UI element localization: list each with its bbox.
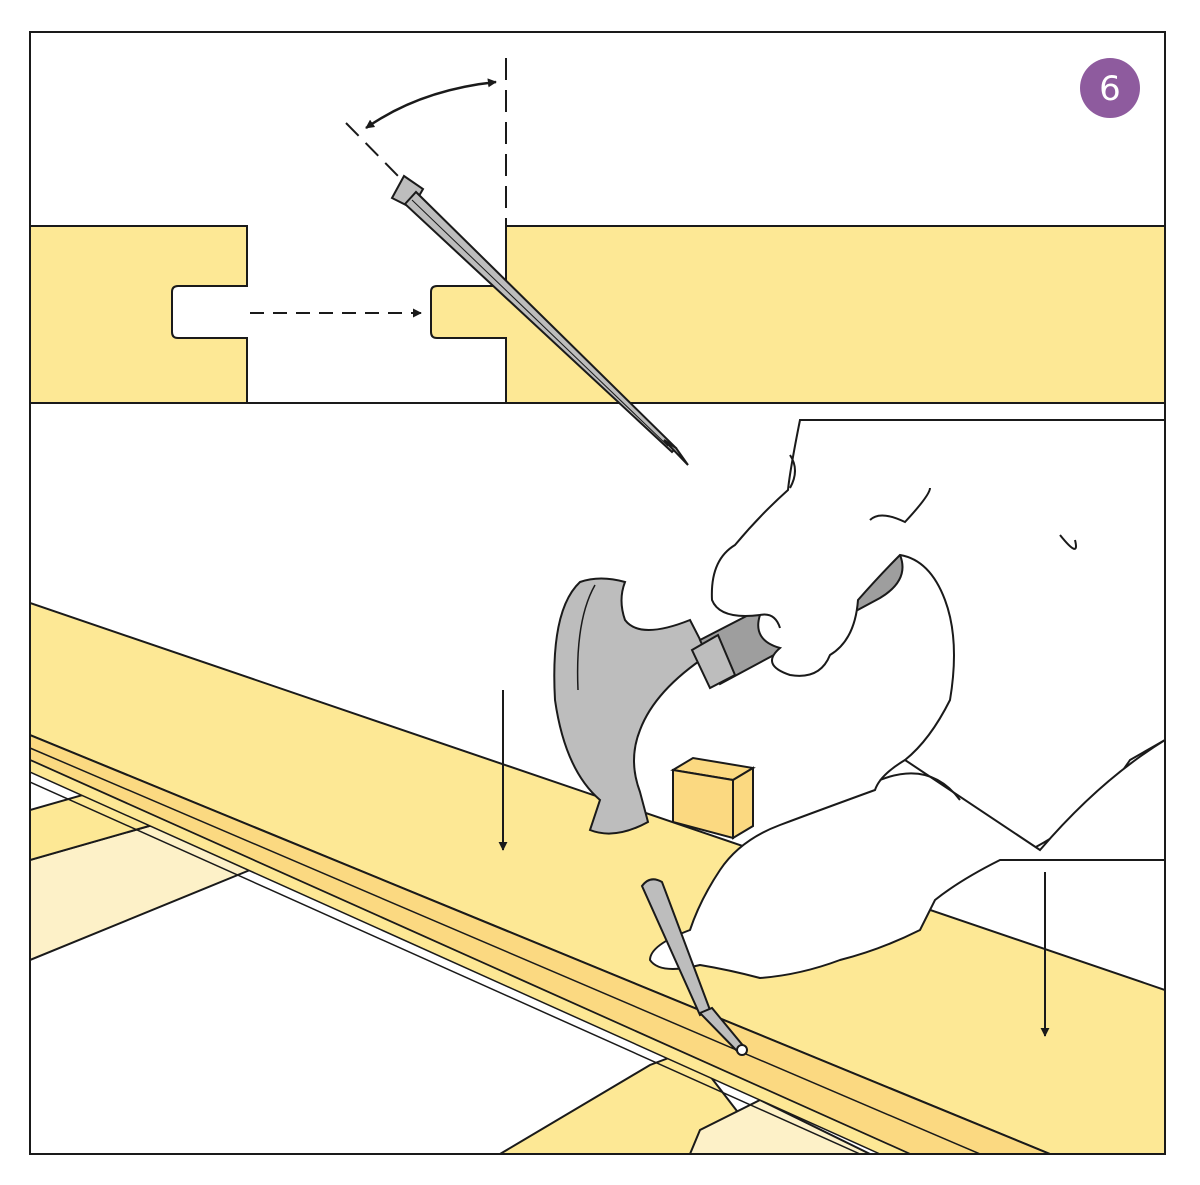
floor-board-top — [30, 601, 1165, 1154]
hand-hammer — [710, 419, 1166, 852]
angle-arrow-icon — [365, 78, 497, 130]
tongue-board — [430, 225, 1166, 404]
spacer-block — [670, 756, 756, 840]
tongue-line — [30, 747, 981, 1154]
frame-border — [29, 31, 1166, 1155]
board-edge-lower — [30, 759, 911, 1154]
step-badge: 6 — [1080, 58, 1140, 118]
nail-set-icon — [640, 878, 748, 1056]
hand-nail-set — [648, 738, 1166, 980]
hammer-head — [553, 577, 710, 835]
floor-scene — [30, 601, 1165, 1154]
nail-icon — [390, 174, 689, 466]
tongue-groove-detail — [29, 58, 1166, 404]
step-number: 6 — [1099, 69, 1121, 109]
groove-board — [29, 225, 248, 404]
angle-guide — [345, 122, 401, 179]
